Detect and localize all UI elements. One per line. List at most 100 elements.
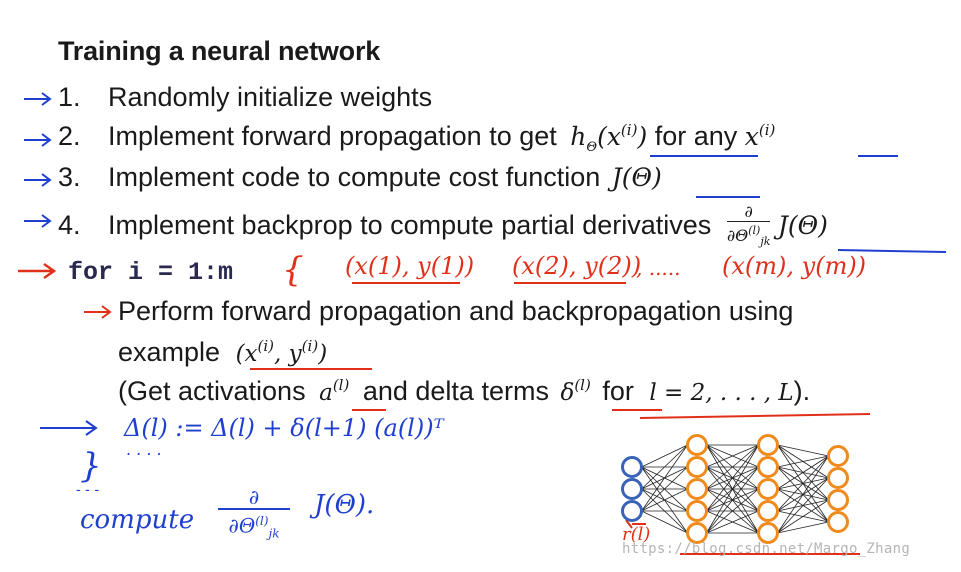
blue-underlines: [650, 155, 947, 253]
close-brace: }: [80, 446, 102, 486]
slide-title: Training a neural network: [58, 36, 381, 66]
body-line-2: example (x(i), y(i)): [118, 337, 327, 368]
network-edge: [641, 488, 688, 512]
network-node: [827, 445, 849, 467]
network-edge: [777, 455, 829, 490]
step-2-number: 2.: [58, 121, 81, 151]
fraction-bar: [726, 221, 771, 222]
partial-derivative-fraction: ∂ ∂Θ(l)jk: [726, 202, 771, 251]
input-node: [621, 500, 643, 522]
x-i-expression: x(i): [744, 121, 776, 151]
network-node: [757, 500, 779, 522]
network-node: [686, 522, 708, 544]
partial-numerator: ∂: [744, 202, 753, 221]
body-line-3: (Get activations a(l) and delta terms δ(…: [118, 376, 810, 407]
red-underlines: [250, 282, 871, 555]
step-2-text-2: for any: [654, 121, 738, 151]
network-node: [686, 500, 708, 522]
network-node: [757, 456, 779, 478]
step-2: 2. Implement forward propagation to get h…: [58, 121, 775, 155]
step-4-text: Implement backprop to compute partial de…: [108, 210, 712, 241]
network-edge: [641, 444, 688, 468]
for-loop-code: for i = 1:m: [68, 258, 234, 287]
step-1-number: 1.: [58, 82, 81, 112]
step-3-number: 3.: [58, 162, 81, 192]
network-edge: [706, 444, 759, 468]
partial-denominator: ∂Θ(l)jk: [726, 224, 771, 249]
network-node: [757, 434, 779, 456]
r-label: r(l): [622, 524, 651, 545]
delta-terms-text: and delta terms: [362, 376, 549, 406]
example-word: example: [118, 337, 221, 367]
step-2-text: Implement forward propagation to get: [108, 121, 557, 151]
hand-pair-1: (x(1), y(1)): [345, 252, 475, 280]
network-edge: [777, 444, 829, 457]
network-edge: [777, 455, 829, 534]
step-1: 1. Randomly initialize weights: [58, 82, 432, 113]
hand-dashes: - - -: [76, 482, 100, 498]
open-brace: {: [282, 250, 304, 290]
cost-function-expression: J(Θ): [611, 163, 662, 192]
hand-dots-2: . . . .: [126, 440, 162, 459]
delta-expression: δ(l): [560, 376, 591, 406]
network-node: [757, 522, 779, 544]
network-edge: [777, 477, 829, 534]
network-edge: [641, 444, 688, 512]
r-arrow: [625, 519, 646, 529]
input-node: [621, 456, 643, 478]
network-edge: [706, 510, 759, 534]
network-edge: [777, 521, 829, 534]
network-edge: [777, 455, 829, 512]
closing-paren: ).: [793, 376, 811, 406]
network-edge: [706, 488, 759, 534]
network-edge: [706, 444, 759, 534]
compute-denominator: ∂Θ(l)jk: [228, 513, 280, 541]
arrow-icon-step-4: [24, 214, 52, 228]
network-node: [686, 434, 708, 456]
network-node: [827, 489, 849, 511]
layer-range-expression: l = 2, . . . , L: [649, 380, 794, 406]
delta-update-rule: Δ(l) := Δ(l) + δ(l+1) (a(l))ᵀ: [124, 414, 444, 442]
step-4-number: 4.: [58, 210, 81, 241]
underline-layer-range: [639, 413, 871, 419]
network-node: [686, 456, 708, 478]
step-1-text: Randomly initialize weights: [108, 82, 433, 112]
for-word: for: [602, 376, 634, 406]
body-arrow-icon: [84, 305, 112, 319]
step-arrows: [24, 92, 52, 228]
network-edge: [641, 510, 688, 534]
body-line-1: Perform forward propagation and backprop…: [118, 296, 794, 326]
get-activations-text: (Get activations: [118, 376, 306, 406]
hand-pair-m: (x(m), y(m)): [722, 252, 867, 280]
network-node: [827, 467, 849, 489]
network-edge: [777, 455, 829, 468]
example-pair-expression: (x(i), y(i)): [235, 337, 328, 367]
network-edge: [706, 444, 759, 490]
hand-pair-2: (x(2), y(2)): [512, 252, 642, 280]
activation-expression: a(l): [319, 376, 350, 406]
compute-j-theta: J(Θ).: [314, 490, 375, 520]
step-3-text: Implement code to compute cost function: [108, 162, 601, 192]
network-edge: [777, 499, 829, 534]
hand-dots: , .....: [636, 256, 681, 280]
step-3: 3. Implement code to compute cost functio…: [58, 162, 662, 193]
input-node: [621, 478, 643, 500]
compute-numerator: ∂: [248, 485, 260, 509]
network-node: [757, 478, 779, 500]
arrow-icon-step-2: [24, 133, 52, 147]
compute-fraction-bar: [218, 508, 290, 510]
h-theta-expression: hΘ(x(i)): [570, 121, 648, 155]
watermark: https://blog.csdn.net/Margo_Zhang: [622, 541, 911, 557]
underline-partial: [837, 249, 947, 253]
step-4: 4. Implement backprop to compute partial …: [58, 203, 828, 251]
network-node: [686, 478, 708, 500]
arrow-icon-step-1: [24, 92, 52, 106]
network-edge: [706, 466, 759, 534]
delta-arrow-icon: [40, 420, 98, 436]
for-loop-arrow-icon: [18, 262, 57, 280]
compute-fraction: ∂ ∂Θ(l)jk: [218, 486, 290, 545]
neural-network-diagram: [621, 434, 849, 544]
network-edge: [641, 466, 688, 512]
